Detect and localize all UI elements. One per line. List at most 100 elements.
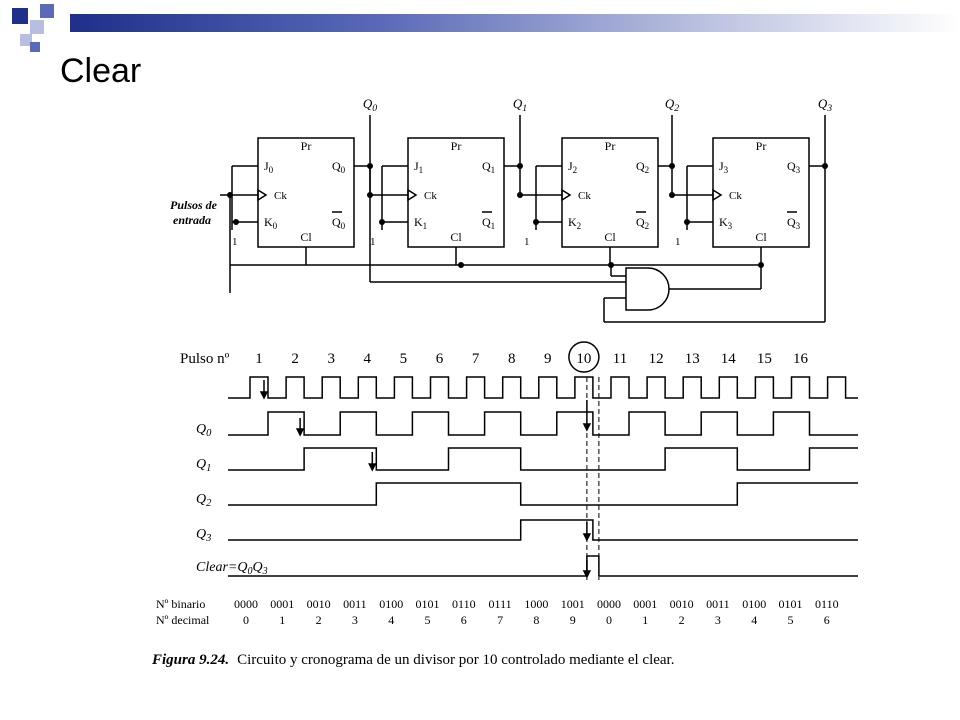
cl-label: Cl xyxy=(604,230,616,244)
logic-one-label: 1 xyxy=(370,236,376,248)
junction-dot xyxy=(379,219,385,225)
ck-label: Ck xyxy=(424,190,437,202)
junction-dot xyxy=(533,219,539,225)
deco-square-mid-2 xyxy=(30,42,40,52)
figure-caption: Figura 9.24. Circuito y cronograma de un … xyxy=(152,652,674,669)
output-label-3: Q3 xyxy=(818,96,832,114)
binary-value: 0100 xyxy=(379,597,403,611)
cl-label: Cl xyxy=(755,230,767,244)
clock-waveform xyxy=(228,376,858,399)
pulse-number: 3 xyxy=(327,351,335,367)
edge-arrow-head xyxy=(259,391,269,400)
clock-triangle xyxy=(407,188,418,202)
decimal-value: 1 xyxy=(279,613,285,627)
decimal-value: 4 xyxy=(388,613,394,627)
decimal-value: 8 xyxy=(533,613,539,627)
binary-value: 0101 xyxy=(416,597,440,611)
decimal-value: 5 xyxy=(425,613,431,627)
binary-value: 0100 xyxy=(742,597,766,611)
decimal-value: 9 xyxy=(570,613,576,627)
input-label-1: Pulsos de xyxy=(170,198,218,212)
decimal-row-label: Nº decimal xyxy=(156,613,210,627)
j-label: J2 xyxy=(568,159,577,175)
decimal-value: 3 xyxy=(352,613,358,627)
binary-value: 0010 xyxy=(670,597,694,611)
edge-arrow-head xyxy=(582,423,592,432)
and-gate xyxy=(625,267,670,311)
pulse-label: Pulso nº xyxy=(180,351,230,367)
logic-one-label: 1 xyxy=(675,236,681,248)
decimal-value: 5 xyxy=(788,613,794,627)
k-label: K2 xyxy=(568,215,581,231)
cl-label: Cl xyxy=(300,230,312,244)
edge-arrow-head xyxy=(295,428,305,437)
ck-label: Ck xyxy=(729,190,742,202)
junction-dot xyxy=(233,219,239,225)
binary-value: 0010 xyxy=(307,597,331,611)
binary-value: 0011 xyxy=(706,597,730,611)
circuit-labels: PrClJ0K0CkQ0Q0Q01PrClJ1K1CkQ1Q1Q11PrClJ2… xyxy=(170,96,832,248)
logic-one-label: 1 xyxy=(232,236,238,248)
signal-label-1: Q1 xyxy=(196,457,211,474)
binary-value: 0110 xyxy=(452,597,476,611)
signal-label-0: Q0 xyxy=(196,422,212,439)
deco-square-light xyxy=(30,20,44,34)
q-label: Q0 xyxy=(332,159,346,175)
junction-dot xyxy=(669,192,675,198)
decimal-value: 0 xyxy=(606,613,612,627)
figure-caption-text: Circuito y cronograma de un divisor por … xyxy=(237,652,675,668)
binary-value: 0111 xyxy=(489,597,512,611)
k-label: K1 xyxy=(414,215,427,231)
deco-square-dark xyxy=(12,8,28,24)
circuit-schematic xyxy=(220,115,828,323)
header-gradient-bar xyxy=(70,14,960,32)
binary-value: 1000 xyxy=(524,597,548,611)
j-label: J0 xyxy=(264,159,274,175)
decimal-value: 0 xyxy=(243,613,249,627)
binary-row-label: Nº binario xyxy=(156,597,205,611)
binary-value: 0011 xyxy=(343,597,367,611)
pulse-number: 10 xyxy=(576,351,591,367)
signal-label-2: Q2 xyxy=(196,492,212,509)
qbar-label: Q3 xyxy=(787,215,801,231)
qbar-label: Q2 xyxy=(636,215,649,231)
qbar-label: Q0 xyxy=(332,215,346,231)
decimal-value: 6 xyxy=(824,613,830,627)
q3-waveform xyxy=(228,519,858,541)
j-label: J3 xyxy=(719,159,729,175)
deco-square-mid xyxy=(40,4,54,18)
pulse-number: 15 xyxy=(757,351,772,367)
input-label-2: entrada xyxy=(173,213,211,227)
q2-waveform xyxy=(228,482,858,506)
k-label: K3 xyxy=(719,215,733,231)
pulse-number: 12 xyxy=(649,351,664,367)
clock-triangle xyxy=(257,188,268,202)
k-label: K0 xyxy=(264,215,278,231)
slide-title: Clear xyxy=(60,52,142,90)
figure-number: Figura 9.24. xyxy=(152,652,230,668)
q-label: Q2 xyxy=(636,159,649,175)
edge-arrow-head xyxy=(582,570,592,579)
q0-waveform xyxy=(228,411,858,436)
pulse-number: 6 xyxy=(436,351,444,367)
output-label-0: Q0 xyxy=(363,96,377,114)
q1-waveform xyxy=(228,447,858,471)
decimal-value: 7 xyxy=(497,613,503,627)
decimal-value: 6 xyxy=(461,613,467,627)
pulse-number: 1 xyxy=(255,351,263,367)
clear-waveform xyxy=(228,555,858,577)
highlighted-pulse-circle xyxy=(568,341,600,373)
binary-value: 0101 xyxy=(779,597,803,611)
binary-value: 0000 xyxy=(234,597,258,611)
binary-value: 0001 xyxy=(633,597,657,611)
decimal-value: 4 xyxy=(751,613,757,627)
pulse-number: 14 xyxy=(721,351,737,367)
pulse-number: 9 xyxy=(544,351,552,367)
clock-triangle xyxy=(712,188,723,202)
pulse-number: 5 xyxy=(400,351,408,367)
junction-dot xyxy=(517,192,523,198)
q-label: Q1 xyxy=(482,159,495,175)
cl-label: Cl xyxy=(450,230,462,244)
